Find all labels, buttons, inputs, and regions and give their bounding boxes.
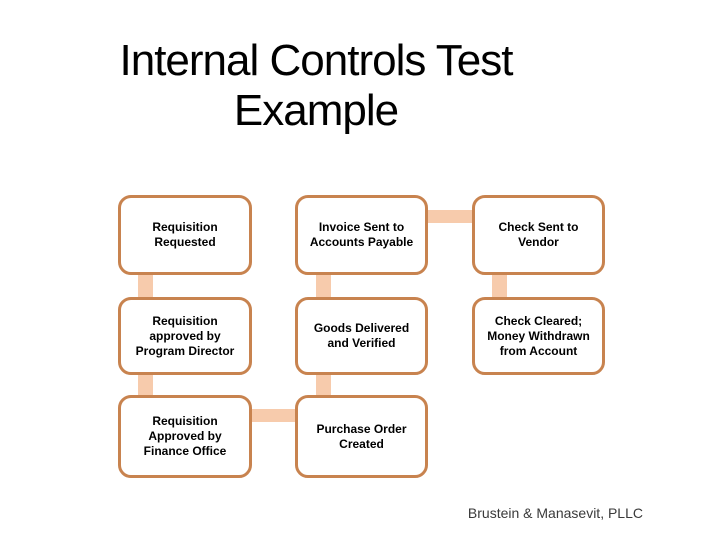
flow-box-requisition-requested: Requisition Requested [118, 195, 252, 275]
flow-box-label: Requisition approved by Program Director [135, 313, 235, 358]
flow-box-label: Check Cleared; Money Withdrawn from Acco… [487, 313, 590, 358]
flow-box-check-sent-to-vendor: Check Sent to Vendor [472, 195, 605, 275]
connector-requisition-requested-to-program-director [138, 271, 153, 301]
flow-box-purchase-order-created: Purchase Order Created [295, 395, 428, 478]
connector-goods-delivered-to-invoice-sent [316, 271, 331, 301]
flow-box-label: Invoice Sent to Accounts Payable [309, 220, 414, 249]
connector-check-sent-to-check-cleared [492, 271, 507, 301]
flow-box-label: Goods Delivered and Verified [313, 321, 410, 350]
connector-finance-office-to-purchase-order [248, 409, 299, 422]
flow-box-label: Requisition Approved by Finance Office [143, 414, 227, 458]
flow-box-goods-delivered-and-verified: Goods Delivered and Verified [295, 297, 428, 375]
slide-title: Internal Controls Test Example [0, 36, 632, 136]
connector-invoice-sent-to-check-sent [424, 210, 476, 223]
flow-box-check-cleared-money-withdrawn: Check Cleared; Money Withdrawn from Acco… [472, 297, 605, 375]
flow-box-invoice-sent-to-accounts-payable: Invoice Sent to Accounts Payable [295, 195, 428, 275]
flow-box-label: Check Sent to Vendor [498, 220, 579, 249]
slide-title-line-2: Example [233, 86, 399, 135]
flow-box-requisition-approved-by-finance-office: Requisition Approved by Finance Office [118, 395, 252, 478]
connector-program-director-to-finance-office [138, 371, 153, 399]
connector-purchase-order-to-goods-delivered [316, 371, 331, 399]
flow-box-label: Requisition Requested [152, 220, 218, 249]
slide-title-line-1: Internal Controls Test [119, 36, 514, 85]
flow-box-label: Purchase Order Created [316, 421, 407, 451]
flow-box-requisition-approved-by-program-director: Requisition approved by Program Director [118, 297, 252, 375]
footer-credit: Brustein & Manasevit, PLLC [467, 505, 643, 521]
